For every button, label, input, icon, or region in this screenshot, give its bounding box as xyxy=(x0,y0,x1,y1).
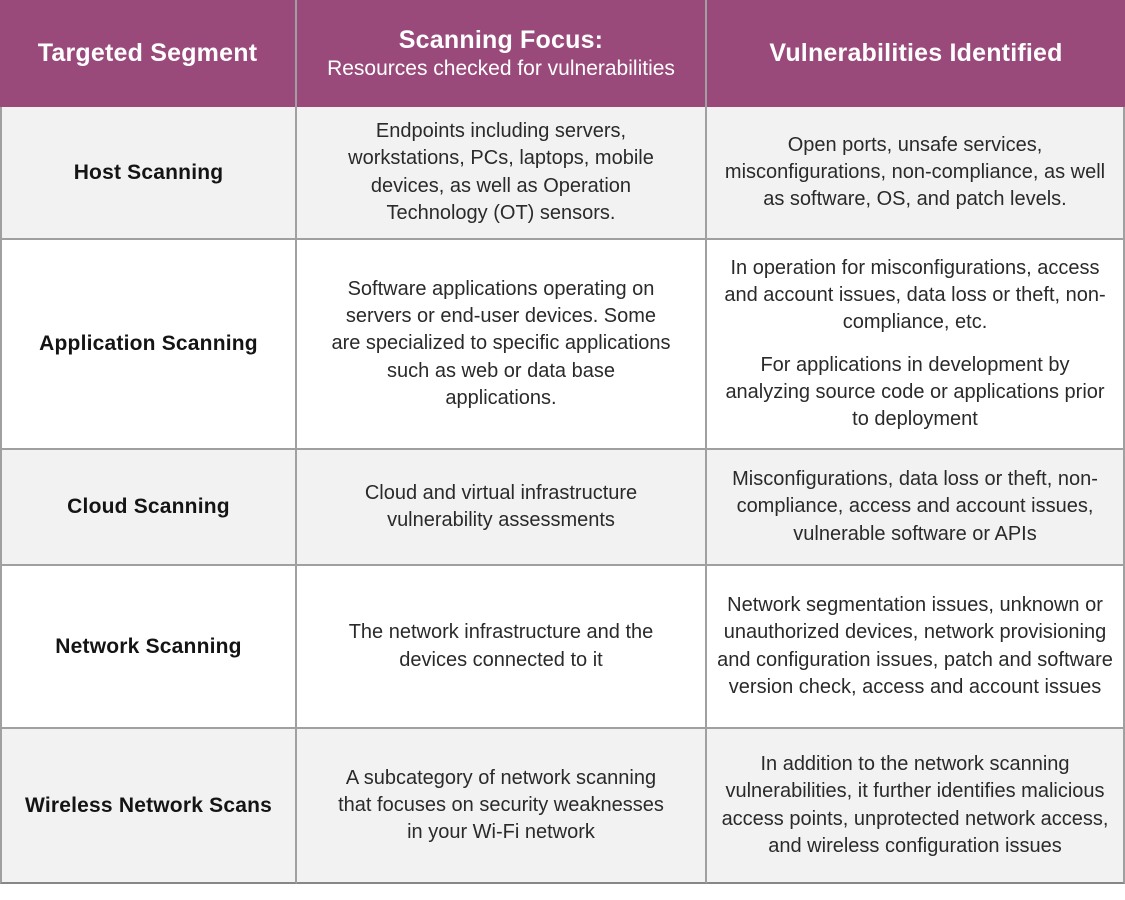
segment-cell: Wireless Network Scans xyxy=(0,729,297,884)
table-row-application-scanning: Application Scanning Software applicatio… xyxy=(0,240,1125,450)
header-subtitle: Resources checked for vulnerabilities xyxy=(327,56,675,80)
table-row-host-scanning: Host Scanning Endpoints including server… xyxy=(0,107,1125,240)
focus-cell: A subcategory of network scanning that f… xyxy=(297,729,707,884)
focus-cell: Cloud and virtual infrastructure vulnera… xyxy=(297,450,707,566)
segment-cell: Network Scanning xyxy=(0,566,297,729)
header-title: Vulnerabilities Identified xyxy=(769,39,1063,68)
vulnerabilities-cell: In operation for misconfigurations, acce… xyxy=(707,240,1125,450)
vulnerabilities-text: In operation for misconfigurations, acce… xyxy=(724,256,1106,334)
focus-cell: The network infrastructure and the devic… xyxy=(297,566,707,729)
segment-cell: Cloud Scanning xyxy=(0,450,297,566)
vulnerabilities-text: Network segmentation issues, unknown or … xyxy=(717,594,1113,698)
focus-cell: Software applications operating on serve… xyxy=(297,240,707,450)
segment-cell: Host Scanning xyxy=(0,107,297,240)
header-vulnerabilities-identified: Vulnerabilities Identified xyxy=(707,0,1125,107)
table-row-cloud-scanning: Cloud Scanning Cloud and virtual infrast… xyxy=(0,450,1125,566)
table-row-network-scanning: Network Scanning The network infrastruct… xyxy=(0,566,1125,729)
table-row-wireless-network-scans: Wireless Network Scans A subcategory of … xyxy=(0,729,1125,884)
vulnerabilities-text: For applications in development by analy… xyxy=(725,353,1105,430)
table-header-row: Targeted Segment Scanning Focus: Resourc… xyxy=(0,0,1125,107)
focus-text: Software applications operating on serve… xyxy=(331,278,671,409)
focus-text: The network infrastructure and the devic… xyxy=(348,621,654,671)
header-title: Scanning Focus: xyxy=(398,26,604,55)
segment-cell: Application Scanning xyxy=(0,240,297,450)
vulnerabilities-text: Open ports, unsafe services, misconfigur… xyxy=(724,133,1106,211)
header-scanning-focus: Scanning Focus: Resources checked for vu… xyxy=(297,0,707,107)
focus-text: A subcategory of network scanning that f… xyxy=(338,766,664,844)
vulnerabilities-cell: Open ports, unsafe services, misconfigur… xyxy=(707,107,1125,240)
vulnerabilities-cell: Misconfigurations, data loss or theft, n… xyxy=(707,450,1125,566)
vulnerabilities-cell: Network segmentation issues, unknown or … xyxy=(707,566,1125,729)
focus-text: Endpoints including servers, workstation… xyxy=(348,120,654,224)
header-title: Targeted Segment xyxy=(37,39,258,68)
focus-cell: Endpoints including servers, workstation… xyxy=(297,107,707,240)
vulnerabilities-cell: In addition to the network scanning vuln… xyxy=(707,729,1125,884)
header-targeted-segment: Targeted Segment xyxy=(0,0,297,107)
vulnerabilities-text: In addition to the network scanning vuln… xyxy=(721,753,1109,857)
focus-text: Cloud and virtual infrastructure vulnera… xyxy=(364,481,638,531)
vulnerabilities-text: Misconfigurations, data loss or theft, n… xyxy=(732,468,1098,545)
